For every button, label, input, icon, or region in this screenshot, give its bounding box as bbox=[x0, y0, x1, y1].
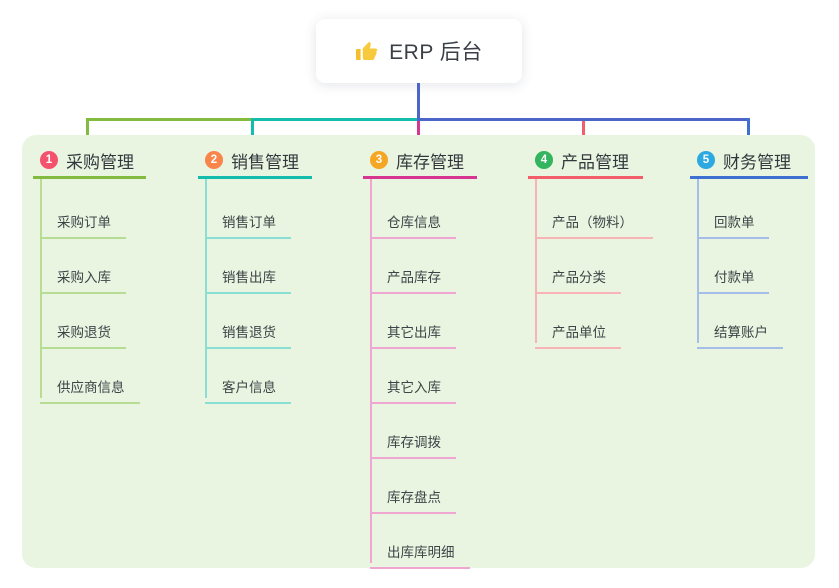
child-label: 回款单 bbox=[714, 215, 755, 230]
branch-children-connector bbox=[697, 179, 699, 343]
branch-number-badge: 3 bbox=[370, 151, 388, 169]
branch-node-purchase[interactable]: 1 采购管理 bbox=[33, 144, 146, 176]
child-node[interactable]: 采购订单 bbox=[40, 199, 126, 239]
child-node[interactable]: 产品（物料） bbox=[535, 199, 653, 239]
branch-label: 库存管理 bbox=[396, 152, 464, 172]
child-label: 采购入库 bbox=[57, 270, 111, 285]
branch-children-connector bbox=[40, 179, 42, 398]
connector-drop-branch-4 bbox=[582, 121, 585, 148]
child-node[interactable]: 销售订单 bbox=[205, 199, 291, 239]
branch-number-badge: 1 bbox=[40, 151, 58, 169]
branch-label: 产品管理 bbox=[561, 152, 629, 172]
branch-underline bbox=[198, 176, 312, 179]
child-label: 产品库存 bbox=[387, 270, 441, 285]
connector-drop-branch-1 bbox=[86, 118, 89, 148]
branch-label: 采购管理 bbox=[66, 152, 134, 172]
connector-drop-branch-3 bbox=[417, 121, 420, 148]
child-label: 结算账户 bbox=[714, 325, 768, 340]
connector-bus-teal bbox=[251, 118, 420, 121]
child-label: 仓库信息 bbox=[387, 215, 441, 230]
branch-product: 4 产品管理 产品（物料） 产品分类 产品单位 bbox=[528, 144, 653, 349]
child-label: 销售退货 bbox=[222, 325, 276, 340]
root-node[interactable]: ERP 后台 bbox=[316, 19, 522, 83]
connector-drop-branch-5 bbox=[747, 118, 750, 148]
root-label: ERP 后台 bbox=[389, 41, 483, 64]
child-label: 产品（物料） bbox=[552, 215, 633, 230]
background-panel bbox=[22, 135, 815, 568]
child-label: 销售订单 bbox=[222, 215, 276, 230]
child-label: 采购订单 bbox=[57, 215, 111, 230]
child-node[interactable]: 销售退货 bbox=[205, 309, 291, 349]
child-label: 库存盘点 bbox=[387, 490, 441, 505]
branch-children-connector bbox=[535, 179, 537, 343]
branch-underline bbox=[33, 176, 146, 179]
branch-finance: 5 财务管理 回款单 付款单 结算账户 bbox=[690, 144, 808, 349]
child-label: 产品单位 bbox=[552, 325, 606, 340]
child-label: 其它入库 bbox=[387, 380, 441, 395]
branch-number-badge: 2 bbox=[205, 151, 223, 169]
branch-label: 销售管理 bbox=[231, 152, 299, 172]
branch-node-inventory[interactable]: 3 库存管理 bbox=[363, 144, 477, 176]
branch-underline bbox=[363, 176, 477, 179]
child-node[interactable]: 回款单 bbox=[697, 199, 769, 239]
child-node[interactable]: 仓库信息 bbox=[370, 199, 456, 239]
branch-underline bbox=[528, 176, 643, 179]
child-node[interactable]: 其它入库 bbox=[370, 364, 456, 404]
connector-bus-green bbox=[86, 118, 254, 121]
branch-children-connector bbox=[370, 179, 372, 563]
branch-number-badge: 5 bbox=[697, 151, 715, 169]
child-label: 出库库明细 bbox=[387, 545, 455, 560]
connector-bus-blue bbox=[417, 118, 750, 121]
connector-root-drop bbox=[417, 83, 420, 121]
child-node[interactable]: 产品单位 bbox=[535, 309, 621, 349]
child-node[interactable]: 采购退货 bbox=[40, 309, 126, 349]
child-label: 库存调拨 bbox=[387, 435, 441, 450]
thumbs-up-icon bbox=[355, 39, 379, 63]
child-node[interactable]: 出库库明细 bbox=[370, 529, 470, 569]
child-node[interactable]: 产品库存 bbox=[370, 254, 456, 294]
branch-node-sales[interactable]: 2 销售管理 bbox=[198, 144, 312, 176]
child-node[interactable]: 产品分类 bbox=[535, 254, 621, 294]
child-node[interactable]: 客户信息 bbox=[205, 364, 291, 404]
branch-underline bbox=[690, 176, 808, 179]
child-node[interactable]: 付款单 bbox=[697, 254, 769, 294]
branch-sales: 2 销售管理 销售订单 销售出库 销售退货 客户信息 bbox=[198, 144, 312, 404]
branch-node-finance[interactable]: 5 财务管理 bbox=[690, 144, 808, 176]
child-node[interactable]: 销售出库 bbox=[205, 254, 291, 294]
child-label: 供应商信息 bbox=[57, 380, 125, 395]
branch-number-badge: 4 bbox=[535, 151, 553, 169]
child-label: 付款单 bbox=[714, 270, 755, 285]
branch-inventory: 3 库存管理 仓库信息 产品库存 其它出库 其它入库 库存调拨 库存盘点 出库库… bbox=[363, 144, 477, 569]
child-label: 其它出库 bbox=[387, 325, 441, 340]
branch-node-product[interactable]: 4 产品管理 bbox=[528, 144, 643, 176]
child-node[interactable]: 其它出库 bbox=[370, 309, 456, 349]
child-node[interactable]: 供应商信息 bbox=[40, 364, 140, 404]
child-node[interactable]: 库存调拨 bbox=[370, 419, 456, 459]
child-label: 销售出库 bbox=[222, 270, 276, 285]
child-node[interactable]: 库存盘点 bbox=[370, 474, 456, 514]
branch-label: 财务管理 bbox=[723, 152, 791, 172]
branch-purchase: 1 采购管理 采购订单 采购入库 采购退货 供应商信息 bbox=[33, 144, 146, 404]
child-label: 客户信息 bbox=[222, 380, 276, 395]
connector-drop-branch-2 bbox=[251, 118, 254, 148]
child-label: 产品分类 bbox=[552, 270, 606, 285]
child-node[interactable]: 采购入库 bbox=[40, 254, 126, 294]
child-label: 采购退货 bbox=[57, 325, 111, 340]
child-node[interactable]: 结算账户 bbox=[697, 309, 783, 349]
branch-children-connector bbox=[205, 179, 207, 398]
